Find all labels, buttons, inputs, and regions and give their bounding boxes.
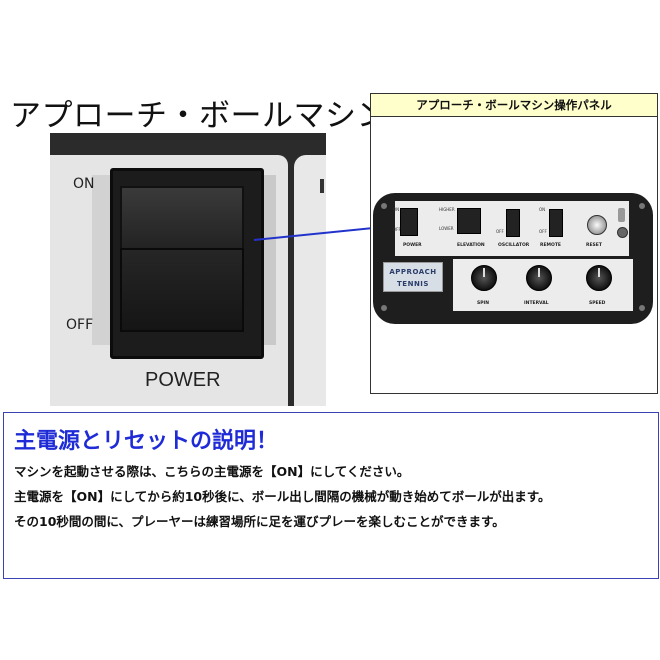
remote-rocker bbox=[549, 209, 563, 237]
remote-on-label: ON bbox=[539, 207, 546, 212]
switch-mount-left bbox=[92, 175, 110, 345]
description-line: 主電源を【ON】にしてから約10秒後に、ボール出し間隔の機械が動き始めてボールが… bbox=[14, 489, 551, 504]
adjacent-faceplate bbox=[294, 155, 326, 406]
screw bbox=[639, 305, 645, 311]
speed-label: SPEED bbox=[589, 301, 606, 306]
speed-knob bbox=[586, 265, 612, 291]
power-switch-photo: ON OFF POWER bbox=[50, 133, 326, 406]
toggle-switch bbox=[618, 208, 625, 222]
connector-line-segment bbox=[253, 225, 394, 241]
adjacent-label-fragment bbox=[320, 179, 324, 193]
panel-header: アプローチ・ボールマシン操作パネル bbox=[371, 94, 657, 117]
description-box: 主電源とリセットの説明！ マシンを起動させる際は、こちらの主電源を【ON】にして… bbox=[3, 412, 659, 579]
rocker-switch-top bbox=[120, 186, 244, 252]
interval-knob bbox=[526, 265, 552, 291]
remote-off-label: OFF bbox=[539, 229, 547, 234]
remote-label: REMOTE bbox=[540, 243, 561, 248]
lower-label: LOWER bbox=[439, 226, 454, 231]
logo-line1: APPROACH bbox=[389, 268, 437, 276]
screw bbox=[381, 305, 387, 311]
elevation-label: ELEVATION bbox=[457, 243, 485, 248]
rocker-switch-bottom bbox=[120, 248, 244, 332]
description-title: 主電源とリセットの説明！ bbox=[14, 429, 279, 454]
description-line: マシンを起動させる際は、こちらの主電源を【ON】にしてください。 bbox=[14, 464, 410, 479]
power-on-label: ON bbox=[393, 207, 400, 212]
main-title: アプローチ・ボールマシン bbox=[10, 98, 388, 134]
spin-label: SPIN bbox=[477, 301, 489, 306]
power-rocker bbox=[400, 208, 418, 236]
screw bbox=[639, 203, 645, 209]
spin-knob bbox=[471, 265, 497, 291]
elevation-rocker bbox=[457, 208, 481, 234]
power-off-label: OFF bbox=[393, 227, 401, 232]
oscillator-off-label: OFF bbox=[496, 229, 504, 234]
screw bbox=[381, 203, 387, 209]
oscillator-rocker bbox=[506, 209, 520, 237]
on-label: ON bbox=[73, 176, 95, 192]
logo-line2: TENNIS bbox=[397, 280, 429, 288]
description-line: その10秒間の間に、プレーヤーは練習場所に足を運びプレーを楽しむことができます。 bbox=[14, 514, 505, 529]
reset-label: RESET bbox=[586, 243, 602, 248]
reset-button bbox=[587, 215, 607, 235]
off-label: OFF bbox=[66, 317, 94, 333]
approach-tennis-logo: APPROACH TENNIS bbox=[383, 262, 443, 292]
interval-label: INTERVAL bbox=[524, 301, 549, 306]
higher-label: HIGHER bbox=[439, 207, 455, 212]
control-panel-box: アプローチ・ボールマシン操作パネル ON OFF POWER HIGHER LO… bbox=[370, 93, 658, 394]
control-panel-photo: ON OFF POWER HIGHER LOWER ELEVATION OFF … bbox=[373, 193, 653, 324]
power-label: POWER bbox=[145, 369, 221, 391]
indicator-lamp bbox=[617, 227, 628, 238]
oscillator-label: OSCILLATOR bbox=[498, 243, 530, 248]
panel-power-label: POWER bbox=[403, 243, 422, 248]
